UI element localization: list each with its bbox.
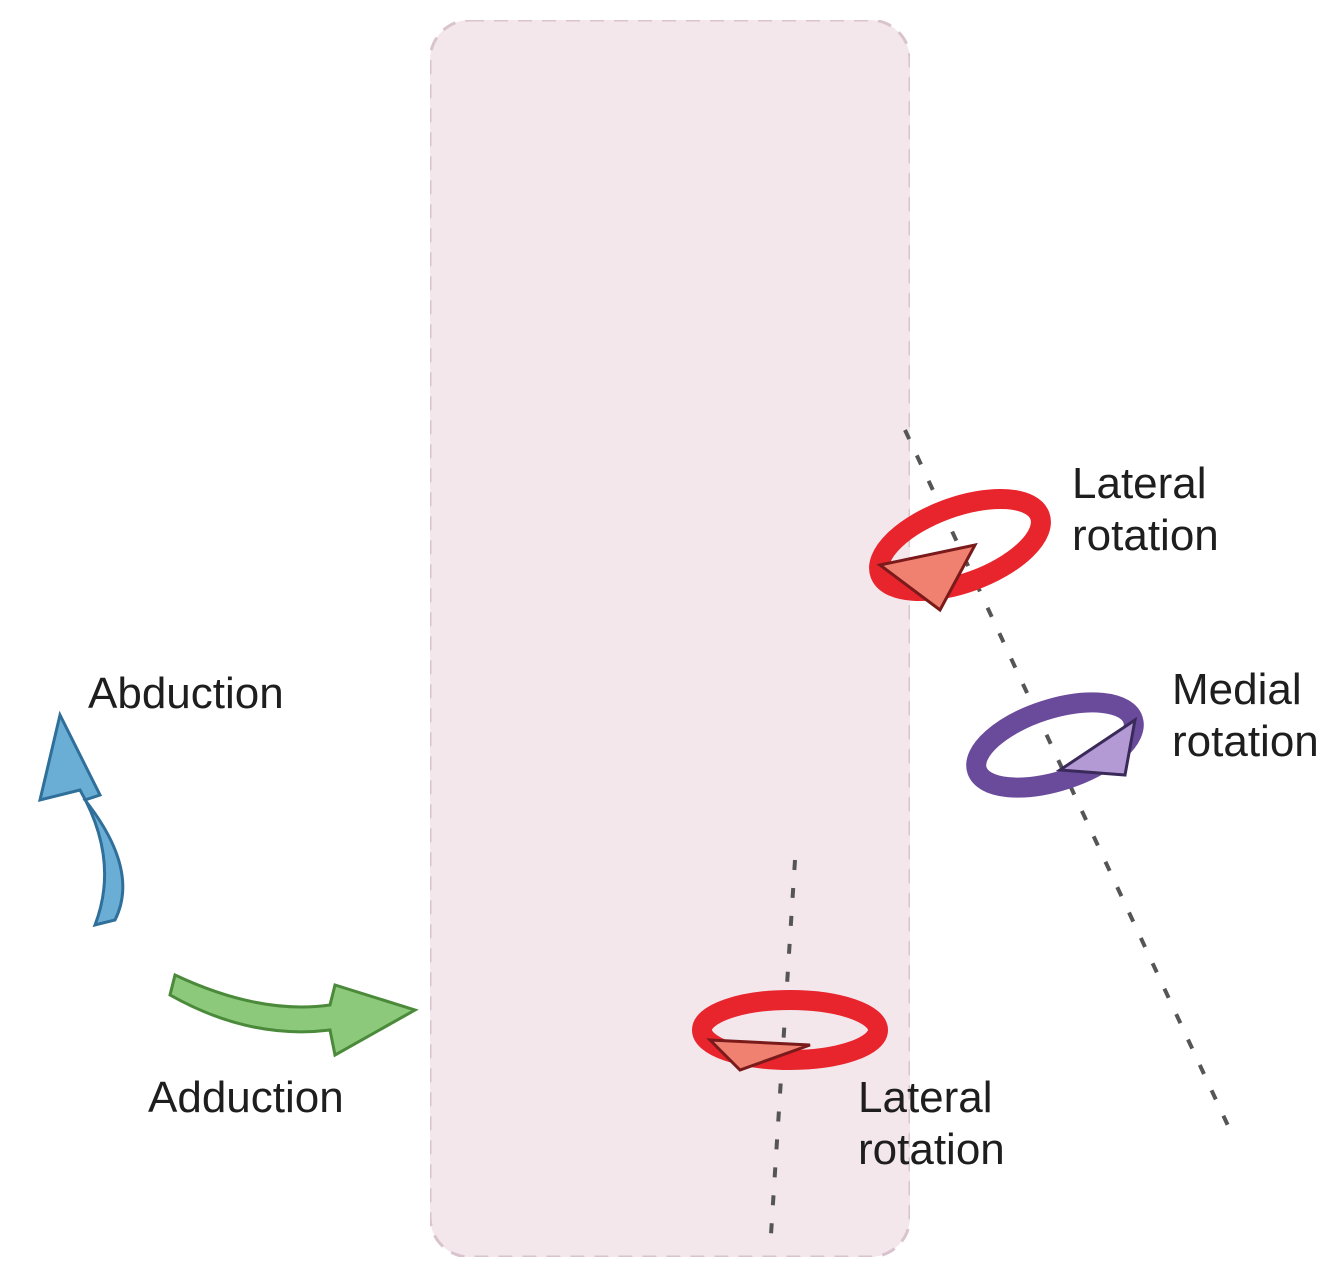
leg-lateral-rotation-label: Lateral rotation <box>858 1072 1005 1176</box>
abduction-label: Abduction <box>88 668 284 720</box>
adduction-arrow <box>170 975 415 1055</box>
arm-medial-rotation-ring <box>966 685 1144 804</box>
abduction-arrow <box>40 715 123 925</box>
adduction-label: Adduction <box>148 1072 344 1124</box>
arm-lateral-rotation-ring <box>867 480 1053 610</box>
arm-medial-rotation-label: Medial rotation <box>1172 664 1319 768</box>
leg-lateral-rotation-ring <box>702 1000 878 1070</box>
arm-lateral-rotation-label: Lateral rotation <box>1072 458 1219 562</box>
